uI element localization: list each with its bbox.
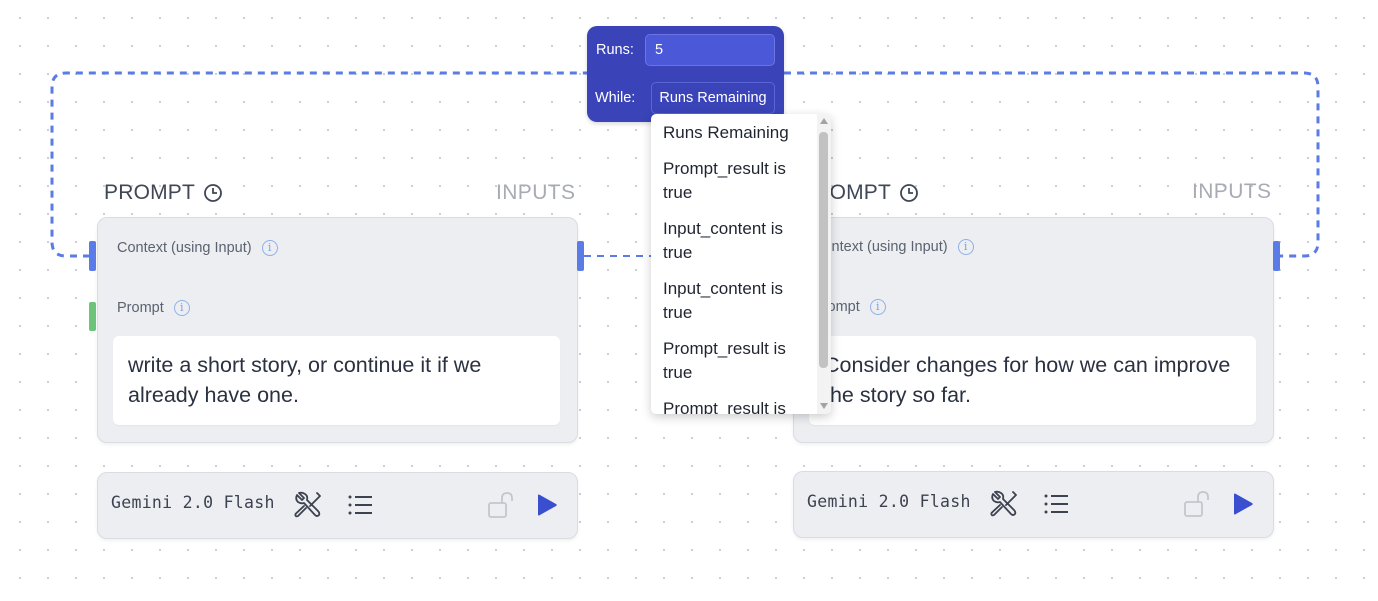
model-selector[interactable]: Gemini 2.0 Flash (111, 493, 275, 512)
node-title-text: PROMPT (104, 181, 196, 204)
clock-icon (900, 184, 918, 202)
dropdown-option[interactable]: Input_content is true (663, 219, 784, 262)
context-field-label: Context (using Input) i (813, 239, 974, 255)
tools-icon[interactable] (989, 489, 1019, 519)
while-dropdown-list: Runs Remaining Prompt_result is true Inp… (651, 114, 831, 414)
context-label-text: Context (using Input) (117, 240, 252, 256)
unlock-icon[interactable] (487, 491, 517, 519)
clock-icon (204, 184, 222, 202)
prompt-textarea[interactable]: Consider changes for how we can improve … (809, 336, 1256, 425)
unlock-icon[interactable] (1183, 490, 1213, 518)
scroll-down-arrow-icon[interactable] (820, 403, 828, 409)
runs-label: Runs: (596, 42, 634, 58)
info-icon[interactable]: i (957, 239, 974, 255)
inputs-tab[interactable]: INPUTS (1192, 180, 1272, 203)
play-icon[interactable] (536, 494, 558, 516)
info-icon[interactable]: i (261, 240, 278, 256)
model-bar (793, 471, 1274, 538)
context-field-label: Context (using Input) i (117, 240, 278, 256)
list-icon[interactable] (347, 494, 373, 516)
context-label-text: Context (using Input) (813, 239, 948, 255)
inputs-tab[interactable]: INPUTS (496, 181, 576, 204)
node-title: PROMPT (104, 181, 223, 205)
list-icon[interactable] (1043, 493, 1069, 515)
while-label: While: (595, 90, 636, 106)
scroll-up-arrow-icon[interactable] (820, 118, 828, 124)
dropdown-option[interactable]: Prompt_result is true (663, 339, 786, 382)
dropdown-scroll-thumb[interactable] (819, 132, 828, 368)
context-output-port[interactable] (1273, 241, 1280, 271)
prompt-field-label: Prompt i (117, 300, 190, 316)
dropdown-option[interactable]: Runs Remaining (663, 123, 789, 142)
prompt-input-port[interactable] (89, 302, 96, 331)
dropdown-option[interactable]: Input_content is true (663, 279, 784, 322)
info-icon[interactable]: i (173, 300, 190, 316)
prompt-textarea[interactable]: write a short story, or continue it if w… (113, 336, 560, 425)
prompt-label-text: Prompt (117, 300, 164, 316)
context-output-port[interactable] (577, 241, 584, 271)
model-bar (97, 472, 578, 539)
context-input-port[interactable] (89, 241, 96, 271)
dropdown-option[interactable]: Prompt_result is true (663, 159, 786, 202)
while-select[interactable]: Runs Remaining (651, 82, 775, 114)
tools-icon[interactable] (293, 490, 323, 520)
info-icon[interactable]: i (869, 299, 886, 315)
play-icon[interactable] (1232, 493, 1254, 515)
runs-input[interactable]: 5 (645, 34, 775, 66)
model-selector[interactable]: Gemini 2.0 Flash (807, 492, 971, 511)
dropdown-option[interactable]: Prompt_result is (663, 399, 786, 414)
